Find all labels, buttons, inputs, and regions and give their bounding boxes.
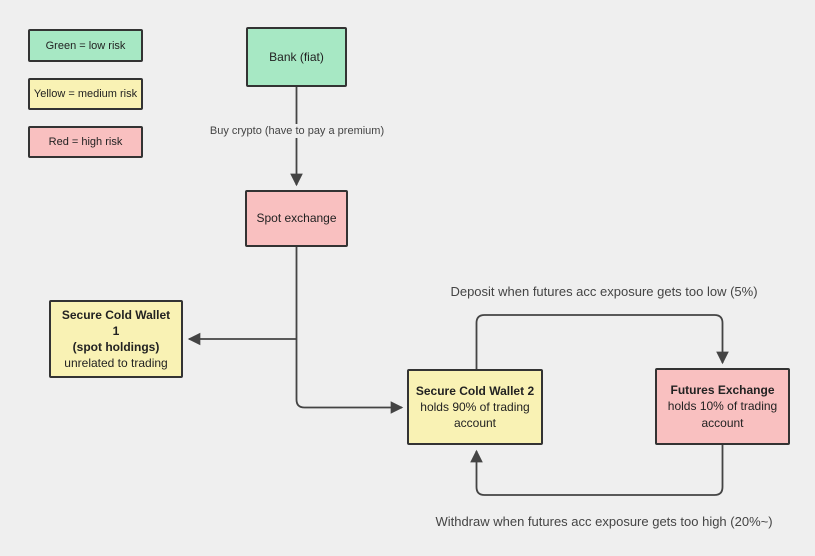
legend-label-medium-risk: Yellow = medium risk <box>33 88 138 100</box>
node-cold-wallet-1-note: unrelated to trading <box>64 356 168 371</box>
node-bank: Bank (fiat) <box>246 27 347 87</box>
legend-item-medium-risk: Yellow = medium risk <box>28 78 143 110</box>
node-futures-exchange-title: Futures Exchange <box>670 383 775 398</box>
edge-deposit-loop <box>475 314 729 369</box>
node-cold-wallet-2-note: holds 90% of trading account <box>420 399 530 431</box>
node-cold-wallet-1: Secure Cold Wallet 1 (spot holdings) unr… <box>49 300 183 378</box>
edge-label-deposit: Deposit when futures acc exposure gets t… <box>447 283 761 300</box>
node-bank-label: Bank (fiat) <box>269 49 324 64</box>
node-futures-exchange-note: holds 10% of trading account <box>667 399 778 430</box>
node-futures-exchange: Futures Exchange holds 10% of trading ac… <box>655 368 790 445</box>
legend-label-low-risk: Green = low risk <box>45 39 126 52</box>
legend-label-high-risk: Red = high risk <box>48 136 123 148</box>
node-cold-wallet-2-title: Secure Cold Wallet 2 <box>415 383 535 398</box>
legend-item-low-risk: Green = low risk <box>28 29 143 62</box>
edge-spot-to-wallet2 <box>295 247 404 414</box>
node-cold-wallet-1-title: Secure Cold Wallet 1 <box>61 307 171 338</box>
edge-label-buy-crypto: Buy crypto (have to pay a premium) <box>206 124 388 138</box>
node-spot-exchange: Spot exchange <box>245 190 348 247</box>
node-spot-exchange-label: Spot exchange <box>256 211 337 226</box>
legend-item-high-risk: Red = high risk <box>28 126 143 158</box>
node-cold-wallet-1-subtitle: (spot holdings) <box>72 340 160 354</box>
node-cold-wallet-2: Secure Cold Wallet 2 holds 90% of tradin… <box>407 369 543 445</box>
edge-withdraw-loop <box>470 445 724 496</box>
edge-label-withdraw: Withdraw when futures acc exposure gets … <box>432 513 776 530</box>
